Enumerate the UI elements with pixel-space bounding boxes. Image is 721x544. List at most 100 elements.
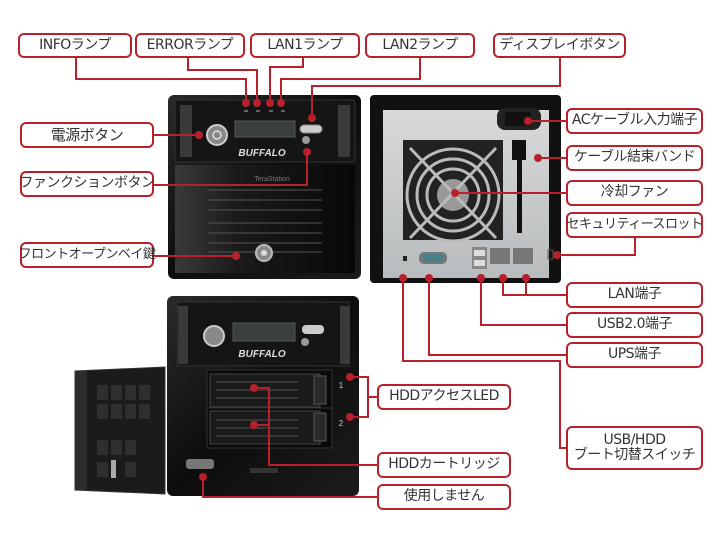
front-side-trim-left <box>180 105 192 157</box>
unused-serial-port <box>186 459 214 469</box>
front-unit: BUFFALO TeraStation <box>168 95 361 279</box>
terastation-logo: TeraStation <box>254 176 290 183</box>
label-front-bay-key: フロントオープンベイ鍵 <box>19 242 156 268</box>
power-button[interactable] <box>206 124 228 146</box>
lan1-led <box>269 110 273 112</box>
dot-unused <box>199 473 207 481</box>
key-icon <box>261 250 267 256</box>
dot-lan2 <box>277 99 285 107</box>
label-display-button-text: ディスプレイボタン <box>499 36 620 53</box>
bay-number-1: 1 <box>339 381 344 390</box>
power-icon <box>212 130 222 140</box>
door-foam-pads <box>97 385 150 477</box>
label-boot-switch-line1: USB/HDD <box>603 431 666 448</box>
cable-band-strap <box>517 158 522 233</box>
label-lan1-lamp-text: LAN1ランプ <box>267 36 343 53</box>
label-hdd-cartridge: HDDカートリッジ <box>377 452 511 478</box>
bay-number-2: 2 <box>339 419 344 428</box>
label-info-lamp: INFOランプ <box>18 33 132 58</box>
callout-dots <box>195 99 561 481</box>
front-grill-lines <box>208 189 322 253</box>
label-security-slot: セキュリティースロット <box>566 212 703 238</box>
dot-lan-a <box>499 274 507 282</box>
open-side-trim-left <box>178 306 188 364</box>
label-ups-port-text: UPS端子 <box>607 346 662 363</box>
lan-port-2[interactable] <box>513 248 533 264</box>
label-usb-port-text: USB2.0端子 <box>596 316 673 333</box>
dot-cable-band <box>534 154 542 162</box>
label-cable-band: ケーブル結束バンド <box>566 145 703 171</box>
label-cooling-fan-text: 冷却ファン <box>600 184 669 201</box>
dot-fan <box>451 189 459 197</box>
dot-lan-b <box>522 274 530 282</box>
label-display-button: ディスプレイボタン <box>493 33 626 58</box>
label-info-lamp-text: INFOランプ <box>39 36 111 53</box>
label-lan2-lamp-text: LAN2ランプ <box>382 36 458 53</box>
label-error-lamp: ERRORランプ <box>135 33 245 58</box>
label-power-button: 電源ボタン <box>20 122 154 148</box>
dot-hdd-cart-1 <box>250 384 258 392</box>
label-ac-input: ACケーブル入力端子 <box>566 108 703 134</box>
dot-error <box>253 99 261 107</box>
front-side-trim-right <box>338 105 350 157</box>
buffalo-logo: BUFFALO <box>238 148 285 159</box>
display-button[interactable] <box>299 124 323 134</box>
hdd-2-latch[interactable] <box>313 412 327 442</box>
dot-hdd-led-1 <box>346 373 354 381</box>
label-ups-port: UPS端子 <box>566 342 703 368</box>
label-cooling-fan: 冷却ファン <box>566 180 703 206</box>
lan2-led <box>281 110 285 112</box>
ups-port-inner <box>423 254 443 262</box>
dot-power <box>195 131 203 139</box>
function-button[interactable] <box>302 136 310 144</box>
cable-band-clip <box>512 140 526 160</box>
hdd-1-latch[interactable] <box>313 375 327 405</box>
dot-lan1 <box>266 99 274 107</box>
label-function-button: ファンクションボタン <box>20 171 155 197</box>
label-lan2-lamp: LAN2ランプ <box>365 33 475 58</box>
dot-hdd-led-2 <box>346 413 354 421</box>
open-power-button[interactable] <box>203 325 225 347</box>
security-slot[interactable] <box>547 249 554 260</box>
usb-port-2 <box>474 260 485 266</box>
dot-ups <box>425 274 433 282</box>
label-usb-port: USB2.0端子 <box>566 312 703 338</box>
usb-port-1 <box>474 250 485 256</box>
label-cable-band-text: ケーブル結束バンド <box>573 149 696 166</box>
lan-port-1[interactable] <box>490 248 510 264</box>
open-buffalo-logo: BUFFALO <box>238 349 285 360</box>
open-display-button[interactable] <box>302 325 324 334</box>
door-key <box>111 460 116 478</box>
open-function-button[interactable] <box>301 338 309 346</box>
label-lan-port: LAN端子 <box>566 282 703 308</box>
door-edge <box>75 371 87 490</box>
label-lan1-lamp: LAN1ランプ <box>250 33 360 58</box>
error-led <box>256 110 260 112</box>
callout-wires <box>75 57 636 498</box>
rear-unit <box>370 95 561 283</box>
label-boot-switch-line2: ブート切替スイッチ <box>573 447 696 463</box>
label-lan-port-text: LAN端子 <box>607 286 662 303</box>
open-side-trim-right <box>340 306 350 364</box>
boot-switch[interactable] <box>403 256 407 261</box>
dot-front-key <box>232 252 240 260</box>
label-hdd-cartridge-text: HDDカートリッジ <box>388 456 500 473</box>
dot-boot-switch <box>399 274 407 282</box>
dot-usb <box>477 274 485 282</box>
info-led <box>244 110 248 112</box>
label-error-lamp-text: ERRORランプ <box>146 36 234 53</box>
label-unused-text: 使用しません <box>403 488 485 505</box>
dot-ac <box>524 117 532 125</box>
label-hdd-access-led: HDDアクセスLED <box>377 384 511 410</box>
lcd-display <box>234 120 296 138</box>
dot-display-button <box>308 114 316 122</box>
front-slot <box>250 468 278 473</box>
open-lcd-display <box>232 322 296 342</box>
dot-info <box>242 99 250 107</box>
label-unused: 使用しません <box>377 484 511 510</box>
dot-function <box>303 148 311 156</box>
label-security-slot-text: セキュリティースロット <box>566 216 703 232</box>
dot-security <box>553 251 561 259</box>
label-boot-switch: USB/HDD ブート切替スイッチ <box>566 426 703 470</box>
